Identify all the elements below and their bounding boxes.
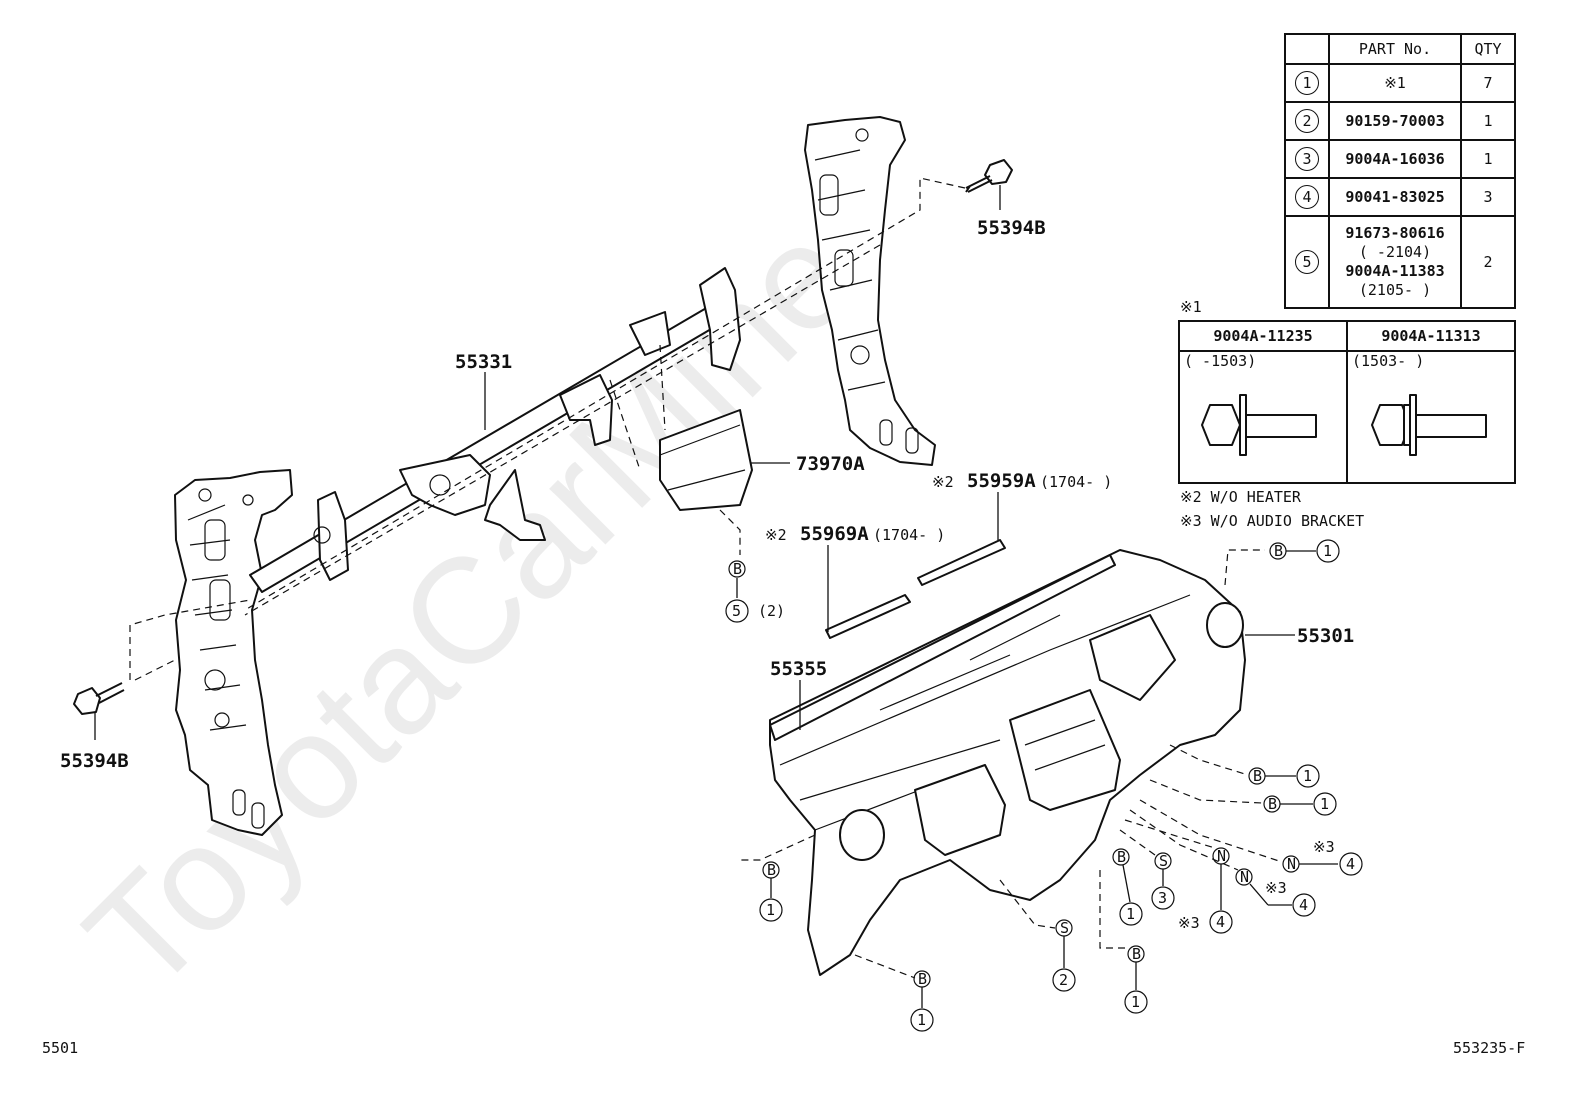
part-number: 91673-80616 (1345, 224, 1445, 242)
part-cell: ※1 (1328, 63, 1462, 103)
callout-b-c: B (1117, 848, 1126, 866)
note1-range-2: (1503- ) (1352, 352, 1425, 370)
right-side-bracket (804, 116, 936, 466)
callout-b-r1: B (1253, 767, 1262, 785)
qty-cell: 3 (1460, 177, 1516, 217)
qty-cell: 7 (1460, 63, 1516, 103)
callout-4-c: 4 (1216, 913, 1225, 931)
qty-cell: 1 (1460, 139, 1516, 179)
part-cell: 9004A-16036 (1328, 139, 1462, 179)
callout-1-r2: 1 (1320, 795, 1329, 813)
callout-b-left: B (767, 861, 776, 879)
ref-circle: 5 (1295, 250, 1319, 274)
figure-code: 553235-F (1453, 1039, 1525, 1057)
duct-part (659, 409, 753, 511)
callout-1-r1: 1 (1303, 767, 1312, 785)
callout-2: 2 (1059, 971, 1068, 989)
label-55959a: 55959A (967, 470, 1036, 492)
table-row: 4 90041-83025 3 (1284, 177, 1516, 217)
callout-n-r: N (1287, 855, 1296, 873)
label-55969a-range: (1704- ) (873, 526, 945, 544)
ref-circle: 1 (1295, 71, 1319, 95)
note1-table: 9004A-11235 9004A-11313 ( -1503) (1503- … (1178, 320, 1516, 484)
table-row: 5 91673-80616 ( -2104) 9004A-11383 (2105… (1284, 215, 1516, 309)
part-range-2: (2105- ) (1358, 281, 1432, 299)
callout-note3-c: ※3 (1178, 914, 1200, 932)
callout-5-duct: 5 (732, 602, 741, 620)
note-w-o-audio-bracket: ※3 W/O AUDIO BRACKET (1180, 512, 1365, 530)
callout-3: 3 (1158, 889, 1167, 907)
callout-b-bottom: B (918, 970, 927, 988)
label-55331: 55331 (455, 351, 512, 373)
callout-b-r2: B (1268, 795, 1277, 813)
ref-circle: 2 (1295, 109, 1319, 133)
callout-b-top: B (1274, 542, 1283, 560)
note1-part-1: 9004A-11235 (1178, 320, 1348, 352)
page-code: 5501 (42, 1039, 78, 1057)
table-header-ref (1284, 33, 1330, 65)
note1-header-row: 9004A-11235 9004A-11313 (1178, 320, 1516, 352)
part-number-2: 9004A-11383 (1345, 262, 1445, 280)
label-55355: 55355 (770, 658, 827, 680)
note1-body-row: ( -1503) (1503- ) (1178, 350, 1516, 484)
table-row: 3 9004A-16036 1 (1284, 139, 1516, 179)
ref-circle: 3 (1295, 147, 1319, 171)
part-cell: 90159-70003 (1328, 101, 1462, 141)
label-55969a: 55969A (800, 523, 869, 545)
label-55394b-upper: 55394B (977, 217, 1046, 239)
callout-s-2: S (1060, 919, 1069, 937)
reinforcement-tube (249, 267, 741, 593)
callout-1-lc: 1 (1131, 993, 1140, 1011)
table-row: 2 90159-70003 1 (1284, 101, 1516, 141)
callout-s-3: S (1159, 852, 1168, 870)
label-55301: 55301 (1297, 625, 1354, 647)
table-header-part: PART No. (1328, 33, 1462, 65)
callout-note3-r: ※3 (1313, 838, 1335, 856)
qty-cell: 2 (1460, 215, 1516, 309)
defroster-strip-left (825, 594, 911, 639)
callout-n-lr: N (1240, 868, 1249, 886)
table-header-qty: QTY (1460, 33, 1516, 65)
callout-4-lr: 4 (1299, 896, 1308, 914)
note1-part-2: 9004A-11313 (1346, 320, 1516, 352)
part-cell-multi: 91673-80616 ( -2104) 9004A-11383 (2105- … (1328, 215, 1462, 309)
label-55959a-note: ※2 (932, 473, 954, 491)
defroster-strip-right (917, 539, 1006, 586)
bolt-lower (73, 682, 125, 715)
label-55959a-range: (1704- ) (1040, 473, 1112, 491)
callout-1-c: 1 (1126, 905, 1135, 923)
label-55969a-note: ※2 (765, 526, 787, 544)
table-row: 1 ※1 7 (1284, 63, 1516, 103)
callout-1-bottom: 1 (917, 1011, 926, 1029)
ref-circle: 4 (1295, 185, 1319, 209)
part-range: ( -2104) (1358, 243, 1432, 261)
label-73970a: 73970A (796, 453, 865, 475)
instrument-panel (769, 549, 1246, 976)
part-cell: 90041-83025 (1328, 177, 1462, 217)
callout-note3-lr: ※3 (1265, 879, 1287, 897)
table-header-row: PART No. QTY (1284, 33, 1516, 65)
label-55394b-lower: 55394B (60, 750, 129, 772)
qty-cell: 1 (1460, 101, 1516, 141)
note1-title: ※1 (1180, 298, 1202, 316)
parts-quantity-table: PART No. QTY 1 ※1 7 2 90159-70003 1 3 90… (1284, 33, 1516, 309)
callout-b-duct: B (733, 560, 742, 578)
note1-range-1: ( -1503) (1184, 352, 1257, 370)
bolt-upper (965, 159, 1013, 193)
callout-n-c: N (1217, 847, 1226, 865)
left-side-bracket (174, 469, 293, 836)
note-w-o-heater: ※2 W/O HEATER (1180, 488, 1301, 506)
callout-qty-duct: (2) (758, 602, 785, 620)
callout-b-lc: B (1132, 945, 1141, 963)
callout-1-top: 1 (1323, 542, 1332, 560)
callout-4-r: 4 (1346, 855, 1355, 873)
callout-1-left: 1 (766, 901, 775, 919)
